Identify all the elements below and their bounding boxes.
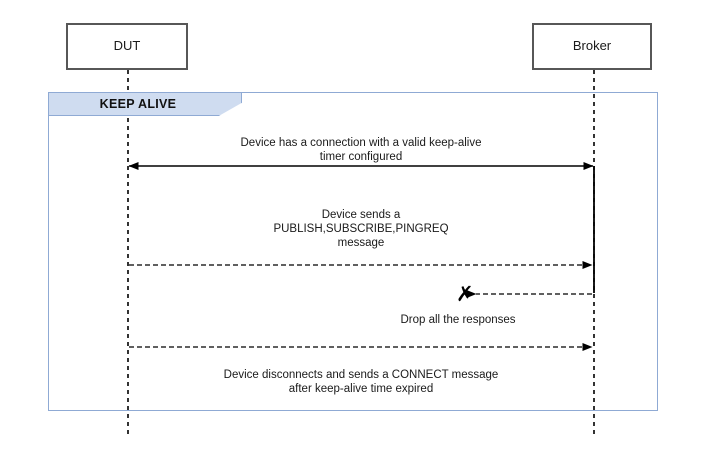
message-caption-m4: Device disconnects and sends a CONNECT m… bbox=[223, 369, 499, 395]
participant-box-dut[interactable]: DUT bbox=[66, 23, 188, 70]
message-caption-m1: Device has a connection with a valid kee… bbox=[240, 137, 482, 163]
participant-box-broker[interactable]: Broker bbox=[532, 23, 652, 70]
message-caption-m2: Device sends a PUBLISH,SUBSCRIBE,PINGREQ… bbox=[273, 209, 449, 249]
participant-label-broker: Broker bbox=[572, 38, 612, 54]
message-caption-m3: Drop all the responses bbox=[400, 314, 516, 326]
fragment-tab-keep-alive[interactable]: KEEP ALIVE bbox=[48, 92, 242, 116]
fragment-tab-label: KEEP ALIVE bbox=[99, 97, 177, 111]
x-drop-marker: ✗ bbox=[456, 282, 474, 306]
participant-label-dut: DUT bbox=[113, 38, 141, 54]
fragment-frame-keep-alive bbox=[48, 92, 658, 411]
